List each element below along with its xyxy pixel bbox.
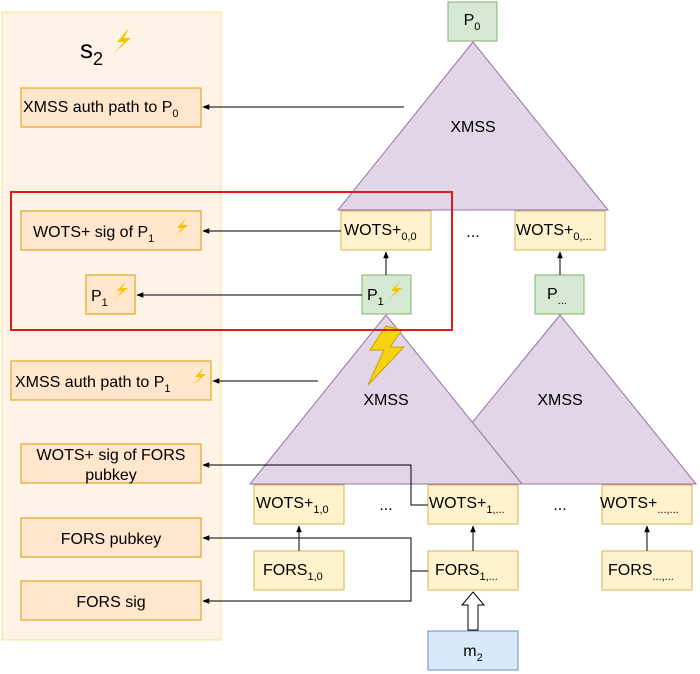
sig-item-xmss-auth-p0 <box>20 87 202 128</box>
arrow-wots1x-to-sig-fors <box>202 462 428 506</box>
ellipsis-top: ... <box>466 224 479 241</box>
signature-title: s2 <box>80 34 103 69</box>
sig-item-wots-sig-p1-bolt-icon <box>175 218 188 236</box>
node-wots-x-x <box>601 484 693 525</box>
node-fors-1-0-label: FORS1,0 <box>263 562 323 583</box>
sig-item-xmss-auth-p1 <box>10 360 212 401</box>
node-fors-1-x-label: FORS1,... <box>435 562 498 583</box>
ellipsis-mid-1: ... <box>379 497 392 514</box>
node-wots-x-x-label: WOTS+...,... <box>600 495 679 516</box>
connectors <box>136 104 650 604</box>
sig-item-p1-label: P1 <box>91 288 108 309</box>
tampered-bolt-icon <box>114 28 131 53</box>
xmss-left-label: XMSS <box>363 392 408 409</box>
xmss-right-label: XMSS <box>537 392 582 409</box>
sig-item-xmss-auth-p1-label: XMSS auth path to P1 <box>15 374 171 395</box>
node-message-m2 <box>427 630 519 671</box>
node-p-x-label: P... <box>547 286 567 307</box>
xmss-tree-right <box>420 314 698 485</box>
node-wots-0-x <box>514 210 606 251</box>
node-wots-0-x-label: WOTS+0,... <box>516 222 592 243</box>
node-fors-1-x <box>427 550 519 591</box>
sig-item-fors-pubkey <box>20 517 202 558</box>
highlight-box <box>10 191 453 331</box>
xmss-tree-top <box>336 41 610 211</box>
node-p1 <box>361 274 412 315</box>
sig-item-wots-sig-p1 <box>20 210 202 251</box>
node-wots-0-0 <box>340 210 432 251</box>
node-fors-1-0 <box>253 550 345 591</box>
sig-item-p1 <box>85 274 136 315</box>
sig-item-wots-sig-fors-line1: WOTS+ sig of FORS <box>37 447 186 464</box>
sig-item-fors-sig <box>20 580 202 621</box>
node-wots-0-0-label: WOTS+0,0 <box>344 222 417 243</box>
sig-item-wots-sig-fors <box>20 443 202 484</box>
sig-item-xmss-auth-p0-label: XMSS auth path to P0 <box>23 99 179 120</box>
sig-item-fors-pubkey-label: FORS pubkey <box>61 531 161 548</box>
ellipsis-mid-2: ... <box>553 497 566 514</box>
node-p-x <box>534 274 585 315</box>
sig-item-xmss-auth-p1-bolt-icon <box>193 367 206 385</box>
fault-bolt-icon <box>367 325 406 386</box>
node-wots-1-0 <box>253 484 345 525</box>
node-wots-1-x-label: WOTS+1,... <box>429 495 505 516</box>
arrow-fors1x-to-fors-pubkey <box>202 535 428 572</box>
sig-item-fors-sig-label: FORS sig <box>76 594 145 611</box>
node-p0 <box>447 1 498 42</box>
node-p0-label: P0 <box>464 12 481 33</box>
sig-item-p1-bolt-icon <box>115 281 128 299</box>
node-fors-x-x-label: FORS...,... <box>608 562 674 583</box>
node-p1-label: P1 <box>367 287 384 308</box>
node-message-m2-label: m2 <box>463 643 482 664</box>
node-p1-bolt-icon <box>389 281 402 299</box>
node-wots-1-0-label: WOTS+1,0 <box>256 495 329 516</box>
xmss-tree-left <box>248 314 524 485</box>
hash-arrow <box>460 591 486 631</box>
arrow-fors1x-to-fors-sig <box>202 571 412 604</box>
sig-item-wots-sig-fors-line2: pubkey <box>85 467 137 484</box>
xmss-top-label: XMSS <box>450 119 495 136</box>
sig-item-wots-sig-p1-label: WOTS+ sig of P1 <box>33 224 154 245</box>
